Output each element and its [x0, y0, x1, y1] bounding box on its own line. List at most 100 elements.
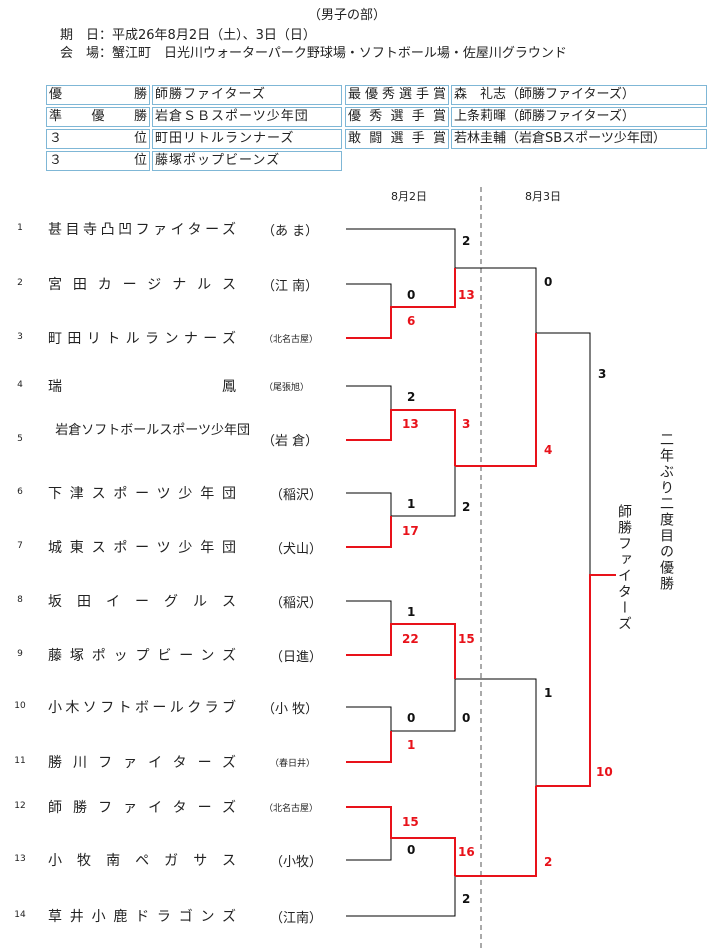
score: 1 — [407, 497, 416, 511]
team-location: （江 南） — [262, 279, 319, 294]
bracket-line — [391, 679, 456, 732]
award-name: 敢闘選手賞 — [348, 131, 446, 146]
day-label-2: 8月3日 — [525, 190, 561, 203]
bracket-line-winner — [455, 333, 537, 467]
bracket-line — [346, 283, 392, 307]
bracket-line — [536, 332, 591, 575]
champion-note: 二年ぶり二度目の優勝 — [658, 432, 674, 592]
score-winner: 1 — [407, 738, 416, 752]
result-team: 藤塚ポップビーンズ — [152, 151, 342, 171]
score: 0 — [407, 843, 416, 857]
team-number: 13 — [14, 854, 26, 864]
score-winner: 10 — [596, 765, 613, 779]
team-name: 宮田カージナルス — [48, 277, 236, 293]
team-number: 6 — [17, 487, 23, 497]
result-label: ３位 — [49, 131, 147, 146]
score: 0 — [462, 711, 471, 725]
team-number: 7 — [17, 541, 23, 551]
bracket-line — [455, 267, 537, 333]
score-winner: 15 — [402, 815, 419, 829]
award-winner: 上条莉暉（師勝ファイターズ） — [451, 107, 707, 127]
result-label: 優勝 — [49, 87, 147, 102]
team-location: （北名古屋） — [264, 804, 319, 814]
bracket-line-winner — [346, 268, 456, 339]
score: 0 — [407, 288, 416, 302]
team-number: 9 — [17, 649, 23, 659]
score: 2 — [407, 390, 416, 404]
score-winner: 6 — [407, 314, 416, 328]
bracket-line-winner — [346, 806, 456, 876]
bracket-line — [455, 678, 537, 786]
team-location: （岩 倉） — [262, 434, 319, 449]
result-team: 町田リトルランナーズ — [152, 129, 342, 149]
team-name: 町田リトルランナーズ — [48, 331, 236, 347]
score-winner: 4 — [544, 443, 553, 457]
team-location: （稲沢） — [270, 596, 323, 611]
score-winner: 15 — [458, 632, 475, 646]
result-team: 師勝ファイターズ — [152, 85, 342, 105]
award-winner: 森 礼志（師勝ファイターズ） — [451, 85, 707, 105]
team-location: （江南） — [270, 911, 323, 926]
bracket-line — [391, 466, 456, 517]
result-row: ３位 藤塚ポップビーンズ — [46, 151, 342, 171]
team-location: （稲沢） — [270, 488, 323, 503]
team-number: 8 — [17, 595, 23, 605]
award-name: 優秀選手賞 — [348, 109, 446, 124]
result-row: 優勝 師勝ファイターズ — [46, 85, 342, 105]
score-winner: 16 — [458, 845, 475, 859]
team-location: （小牧） — [270, 855, 323, 870]
score: 2 — [462, 500, 471, 514]
award-row: 最優秀選手賞 森 礼志（師勝ファイターズ） — [345, 85, 707, 105]
score-winner: 13 — [458, 288, 475, 302]
bracket-line — [346, 706, 392, 731]
bracket-line-winner — [346, 731, 392, 763]
score: 2 — [462, 234, 471, 248]
award-name: 最優秀選手賞 — [348, 87, 446, 102]
team-name: 小木ソフトボールクラブ — [48, 700, 236, 716]
team-location: （尾張旭） — [264, 383, 310, 393]
player-awards-table: 最優秀選手賞 森 礼志（師勝ファイターズ） 優秀選手賞 上条莉暉（師勝ファイター… — [343, 83, 709, 151]
team-number: 11 — [14, 756, 26, 766]
bracket-line-winner — [536, 574, 616, 787]
score-winner: 17 — [402, 524, 419, 538]
result-row: 準優勝 岩倉ＳＢスポーツ少年団 — [46, 107, 342, 127]
score: 1 — [407, 605, 416, 619]
team-name: 小牧南ペガサス — [48, 853, 236, 869]
bracket-line — [346, 492, 392, 516]
champion-team: 師勝ファイターズ — [616, 504, 632, 632]
award-row: 敢闘選手賞 若林圭輔（岩倉SBスポーツ少年団） — [345, 129, 707, 149]
team-name: 藤塚ポップビーンズ — [48, 648, 236, 664]
score-winner: 2 — [544, 855, 553, 869]
team-location: （犬山） — [270, 542, 323, 557]
score-winner: 22 — [402, 632, 419, 646]
bracket-line — [346, 600, 392, 624]
team-name: 城東スポーツ少年団 — [48, 540, 236, 556]
result-label: 準優勝 — [49, 109, 147, 124]
award-winner: 若林圭輔（岩倉SBスポーツ少年団） — [451, 129, 707, 149]
score: 2 — [462, 892, 471, 906]
result-team: 岩倉ＳＢスポーツ少年団 — [152, 107, 342, 127]
team-location: （日進） — [270, 650, 323, 665]
bracket-line-winner — [346, 516, 392, 548]
team-number: 2 — [17, 278, 23, 288]
team-name: 下津スポーツ少年団 — [48, 486, 236, 502]
team-name: 岩倉ソフトボールスポーツ少年団 — [55, 423, 250, 438]
bracket-line-winner — [455, 786, 537, 877]
results-table: 優勝 師勝ファイターズ 準優勝 岩倉ＳＢスポーツ少年団 ３位 町田リトルランナー… — [44, 83, 344, 173]
bracket-line-winner — [346, 623, 456, 679]
team-number: 4 — [17, 380, 23, 390]
team-name: 坂田イーグルス — [48, 594, 236, 610]
team-number: 14 — [14, 910, 26, 920]
event-dates: 期 日：平成26年8月2日（土）、3日（日） — [60, 28, 316, 43]
score: 0 — [407, 711, 416, 725]
score: 0 — [544, 275, 553, 289]
team-name: 草井小鹿ドラゴンズ — [48, 909, 236, 925]
event-venue: 会 場：蟹江町 日光川ウォーターパーク野球場・ソフトボール場・佐屋川グラウンド — [60, 46, 567, 61]
score-winner: 13 — [402, 417, 419, 431]
award-row: 優秀選手賞 上条莉暉（師勝ファイターズ） — [345, 107, 707, 127]
division-title: （男子の部） — [308, 8, 387, 23]
result-label: ３位 — [49, 153, 147, 168]
team-name: 甚目寺凸凹ファイターズ — [48, 222, 236, 238]
team-name: 瑞鳳 — [48, 379, 236, 395]
